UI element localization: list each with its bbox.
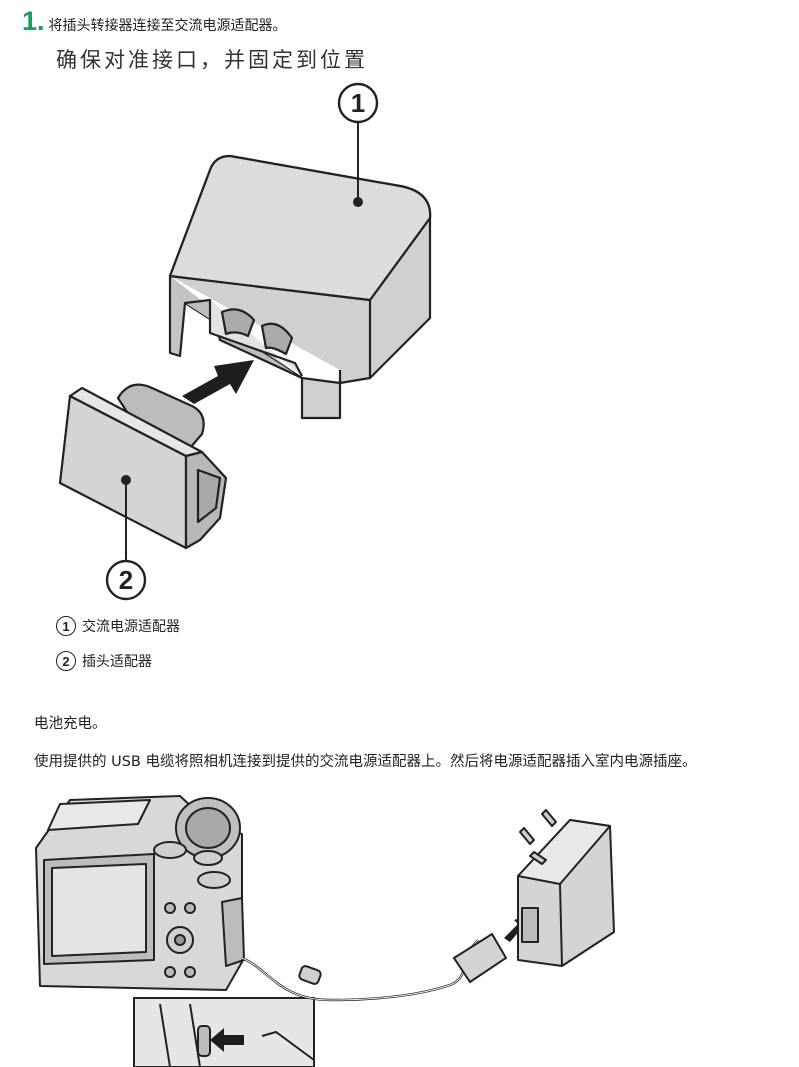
legend-label: 插头适配器 <box>82 654 152 670</box>
step-heading: 1. 将插头转接器连接至交流电源适配器。 <box>22 6 287 37</box>
usb-plug <box>452 932 508 984</box>
legend-number: 1 <box>56 616 76 636</box>
port-arrow-icon <box>210 1028 244 1052</box>
alignment-note: 确保对准接口，并固定到位置 <box>56 48 368 72</box>
usb-cable <box>241 939 479 1002</box>
callout-1-label: 1 <box>351 88 365 118</box>
ac-adapter-small <box>517 809 615 967</box>
callout-2-marker <box>105 559 147 601</box>
charge-heading: 电池充电。 <box>34 716 107 732</box>
step-text: 将插头转接器连接至交流电源适配器。 <box>48 18 287 34</box>
charge-instructions: 使用提供的 USB 电缆将照相机连接到提供的交流电源适配器上。然后将电源适配器插… <box>34 754 697 770</box>
plug-adapter <box>58 383 228 550</box>
insert-arrow-icon <box>182 360 254 404</box>
callout-1-marker <box>337 82 379 124</box>
legend-number: 2 <box>56 651 76 671</box>
legend-label: 交流电源适配器 <box>82 619 180 635</box>
camera-charging-figure <box>35 795 615 1067</box>
step-number: 1. <box>22 6 45 36</box>
legend-item-ac-adapter: 1 交流电源适配器 <box>56 616 180 636</box>
legend-item-plug-adapter: 2 插头适配器 <box>56 651 152 671</box>
adapter-figure: 1 2 <box>58 82 432 601</box>
callout-2-label: 2 <box>119 565 133 595</box>
